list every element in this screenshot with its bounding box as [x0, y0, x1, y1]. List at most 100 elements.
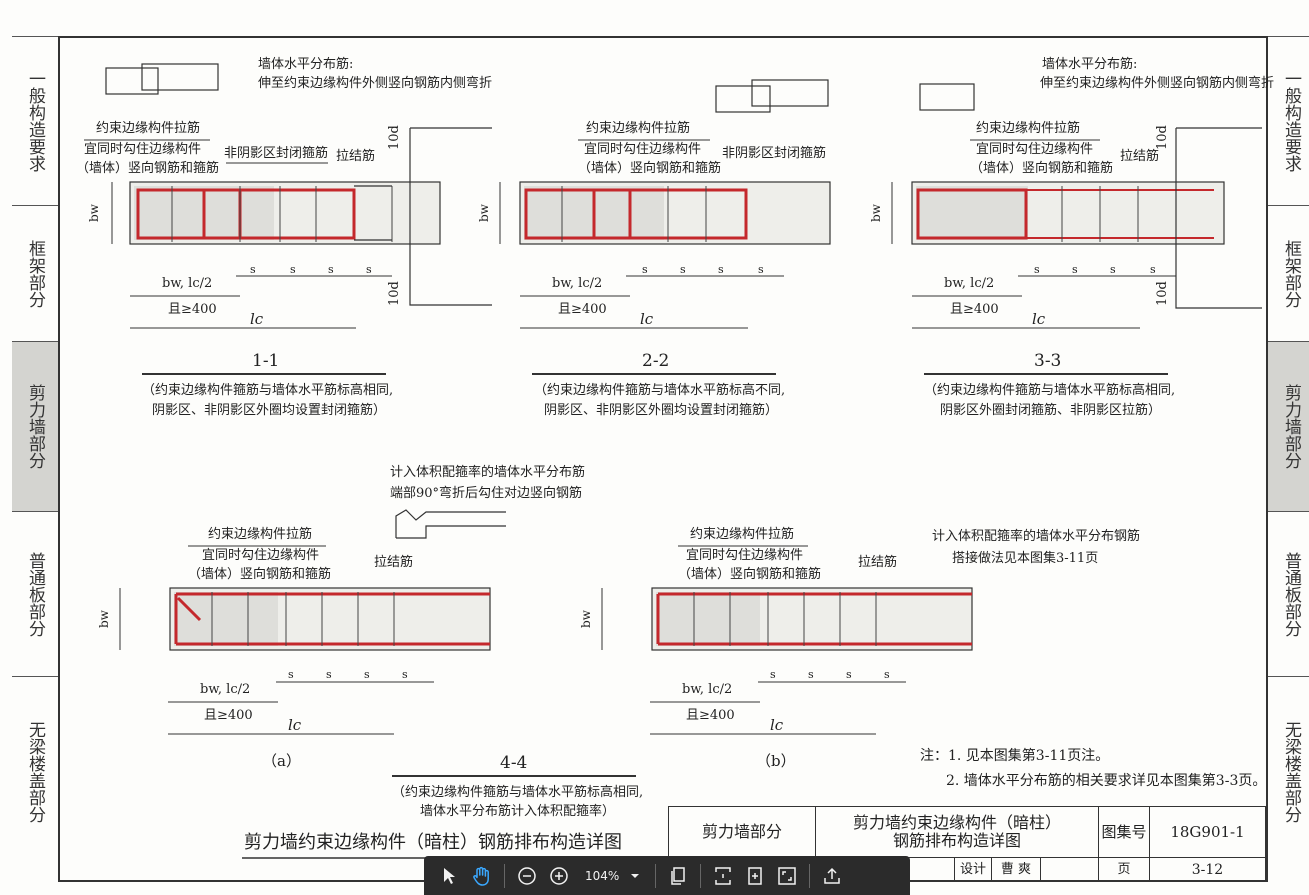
dim-ge400: 且≥400 [204, 708, 253, 723]
tie-bar-label: 拉结筋 [374, 554, 413, 570]
wall-h-rebar-sub: 伸至约束边缘构件外侧竖向钢筋内侧弯折 [258, 75, 492, 91]
right-tab-frame[interactable]: 框架部分 [1268, 206, 1309, 342]
dim-s: s [1150, 263, 1156, 276]
hook-detail-icon [751, 79, 829, 107]
dim-s: s [288, 668, 294, 681]
upload-icon [824, 867, 840, 884]
section-note-b: 阴影区、非阴影区外圈均设置封闭箍筋） [152, 402, 386, 418]
dim-s: s [1034, 263, 1040, 276]
fit-width-button[interactable] [739, 860, 771, 892]
hand-tool-button[interactable] [466, 860, 498, 892]
cursor-arrow-icon [444, 867, 455, 884]
left-tab-shear-wall[interactable]: 剪力墙部分 [12, 342, 58, 512]
right-tab-flat-slab[interactable]: 无梁楼盖部分 [1268, 677, 1309, 867]
tb-drawing-title: 剪力墙约束边缘构件（暗柱） 钢筋排布构造详图 [815, 806, 1099, 858]
tab-label: 一般构造要求 [1281, 70, 1301, 172]
dim-ge400: 且≥400 [168, 302, 217, 317]
tie-bar-label: 拉结筋 [858, 554, 897, 570]
left-tab-frame[interactable]: 框架部分 [12, 206, 58, 342]
zoom-in-button[interactable] [543, 860, 575, 892]
dim-s: s [718, 263, 724, 276]
left-tab-slab[interactable]: 普通板部分 [12, 512, 58, 677]
subfigure-b-label: （b） [756, 752, 796, 770]
dim-10d: 10d [1155, 281, 1170, 306]
right-tab-shear-wall[interactable]: 剪力墙部分 [1268, 342, 1309, 512]
dim-bw-lc2: bw, lc/2 [552, 276, 602, 291]
tie-sub-2: （墙体）竖向钢筋和箍筋 [970, 160, 1113, 176]
zoom-level-value: 104% [585, 868, 620, 883]
dim-s: s [328, 263, 334, 276]
non-shadow-label: 非阴影区封闭箍筋 [722, 145, 826, 161]
dim-bw: bw [477, 203, 491, 222]
hook-detail-icon [105, 67, 159, 95]
drawing-note-2: 2. 墙体水平分布筋的相关要求详见本图集第3-3页。 [946, 772, 1266, 789]
fullscreen-button[interactable] [771, 860, 803, 892]
section-4-4-a: 计入体积配箍率的墙体水平分布筋 端部90°弯折后勾住对边竖向钢筋 约束边缘构件拉… [97, 464, 585, 770]
section-note-a: （约束边缘构件箍筋与墙体水平筋标高相同, [142, 382, 393, 398]
page-view-button[interactable] [662, 860, 694, 892]
section-2-2: 约束边缘构件拉筋 宜同时勾住边缘构件 （墙体）竖向钢筋和箍筋 非阴影区封闭箍筋 … [477, 79, 831, 418]
zoom-level-select[interactable]: 104% [579, 863, 645, 889]
dim-s: s [366, 263, 372, 276]
calc-rebar-sub: 搭接做法见本图集3-11页 [952, 550, 1098, 566]
tie-sub-1: 宜同时勾住边缘构件 [686, 548, 803, 563]
fit-page-button[interactable] [707, 860, 739, 892]
dim-s: s [758, 263, 764, 276]
toolbar-separator [655, 863, 656, 888]
non-shadow-label: 非阴影区封闭箍筋 [224, 145, 328, 161]
dim-bw-lc2: bw, lc/2 [200, 682, 250, 697]
tie-sub-2: （墙体）竖向钢筋和箍筋 [188, 566, 331, 582]
zoom-out-button[interactable] [511, 860, 543, 892]
tie-title: 约束边缘构件拉筋 [96, 120, 200, 136]
calc-rebar-label: 计入体积配箍率的墙体水平分布筋 [390, 464, 585, 480]
chevron-down-icon [631, 873, 639, 878]
tab-label: 剪力墙部分 [25, 384, 45, 469]
dim-lc: lc [640, 310, 654, 328]
dim-s: s [884, 668, 890, 681]
share-export-button[interactable] [816, 860, 848, 892]
closed-stirrup [136, 188, 356, 240]
dim-s: s [808, 668, 814, 681]
section-note-a: （约束边缘构件箍筋与墙体水平筋标高相同, [392, 784, 643, 800]
fit-page-icon [715, 866, 731, 885]
pdf-viewer-toolbar: 104% [424, 856, 910, 895]
dim-bw: bw [87, 203, 101, 222]
tie-title: 约束边缘构件拉筋 [586, 120, 690, 136]
dim-ge400: 且≥400 [558, 302, 607, 317]
tie-sub-1: 宜同时勾住边缘构件 [84, 142, 201, 157]
right-tab-general[interactable]: 一般构造要求 [1268, 36, 1309, 206]
tie-sub-2: （墙体）竖向钢筋和箍筋 [678, 566, 821, 582]
dim-bw-lc2: bw, lc/2 [682, 682, 732, 697]
inner-stirrup [592, 188, 632, 240]
left-tab-general[interactable]: 一般构造要求 [12, 36, 58, 206]
calc-rebar-sub: 端部90°弯折后勾住对边竖向钢筋 [390, 485, 582, 501]
tab-label: 一般构造要求 [25, 70, 45, 172]
select-tool-button[interactable] [434, 860, 466, 892]
tb-design-label: 设计 [954, 857, 992, 882]
dim-lc: lc [250, 310, 264, 328]
fullscreen-icon [778, 866, 796, 885]
dim-s: s [290, 263, 296, 276]
tie-bar-label: 拉结筋 [336, 148, 375, 164]
tb-signature [1040, 857, 1099, 882]
right-tab-slab[interactable]: 普通板部分 [1268, 512, 1309, 677]
toolbar-separator [504, 863, 505, 888]
section-4-4-b: 约束边缘构件拉筋 宜同时勾住边缘构件 （墙体）竖向钢筋和箍筋 拉结筋 计入体积配… [579, 526, 1140, 770]
sheet-main-title: 剪力墙约束边缘构件（暗柱）钢筋排布构造详图 [244, 832, 622, 853]
toolbar-separator [809, 863, 810, 888]
tb-atlas-label: 图集号 [1098, 806, 1150, 858]
hook-detail-icon [141, 63, 219, 91]
dim-ge400: 且≥400 [686, 708, 735, 723]
dim-lc: lc [1032, 310, 1046, 328]
wall-h-rebar-label: 墙体水平分布筋: [258, 56, 353, 72]
tie-title: 约束边缘构件拉筋 [976, 120, 1080, 136]
tie-sub-1: 宜同时勾住边缘构件 [976, 142, 1093, 157]
dim-s: s [1072, 263, 1078, 276]
left-tab-flat-slab[interactable]: 无梁楼盖部分 [12, 677, 58, 867]
hook-detail-icon [395, 509, 506, 539]
section-1-1: 墙体水平分布筋: 伸至约束边缘构件外侧竖向钢筋内侧弯折 约束边缘构件拉筋 宜同时… [76, 56, 492, 418]
dim-lc: lc [288, 716, 302, 734]
dim-bw: bw [869, 203, 883, 222]
